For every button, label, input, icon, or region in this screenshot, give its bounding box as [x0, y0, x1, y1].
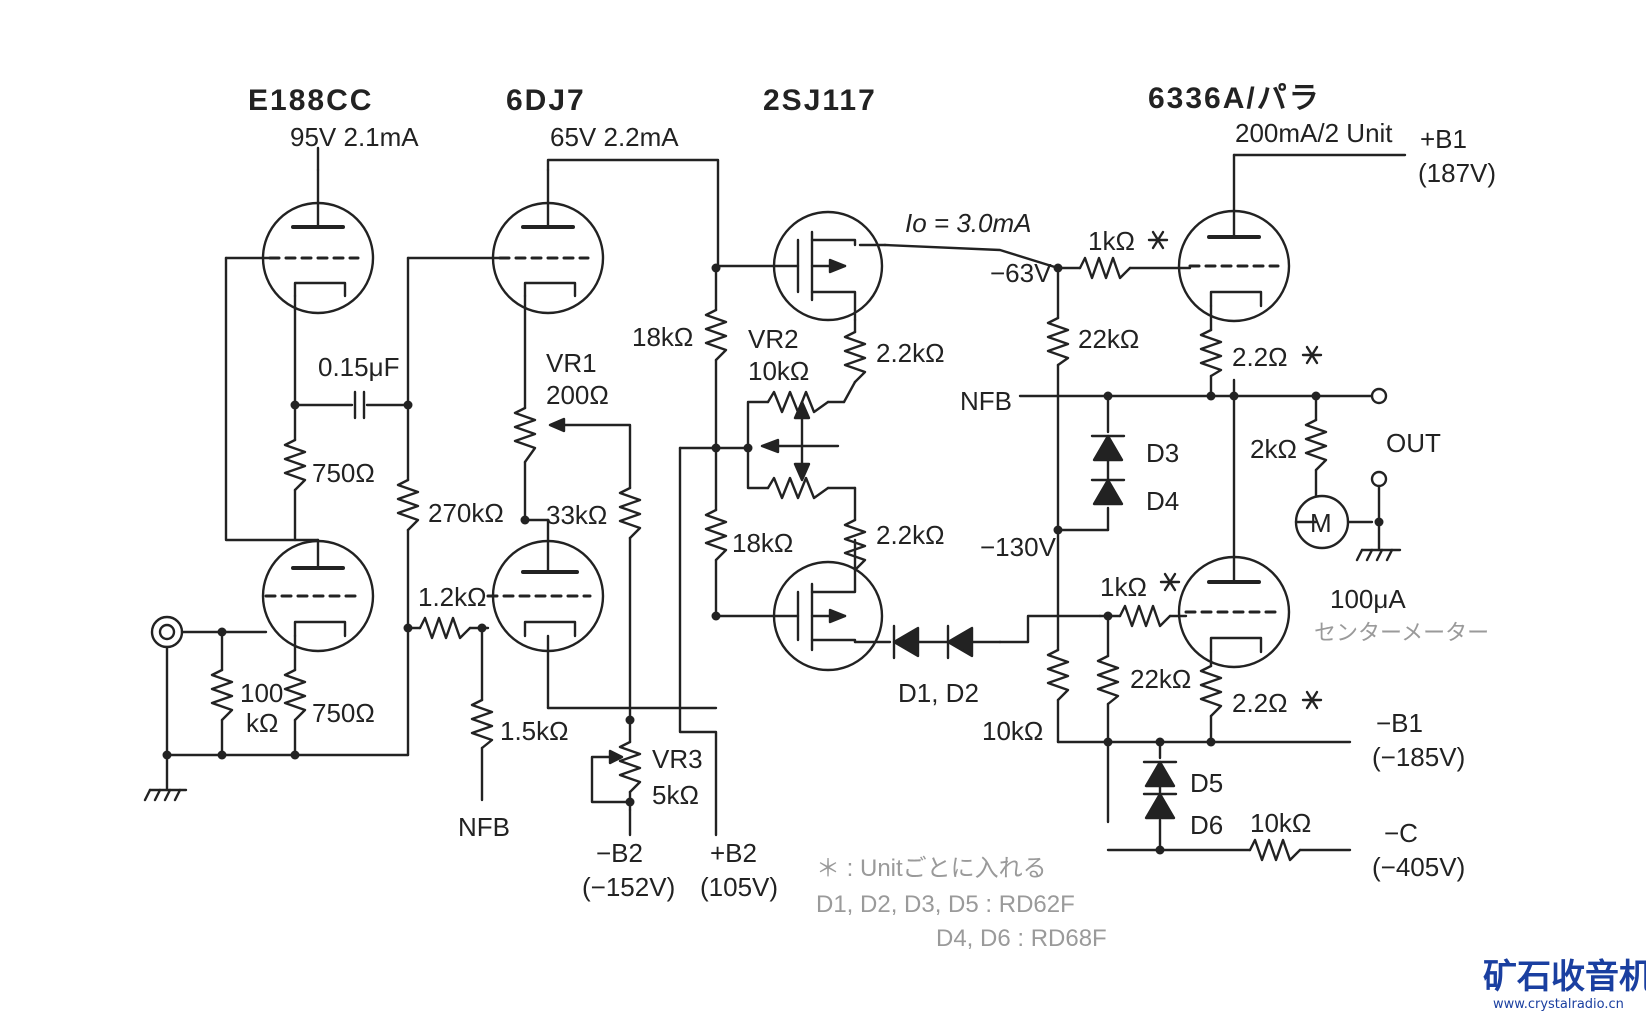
supply-b2-neg: −B2 — [596, 838, 643, 868]
label-r18k-a: 18kΩ — [632, 322, 693, 352]
watermark-url: www.crystalradio.cn — [1493, 997, 1624, 1012]
bias-6336a: 200mA/2 Unit — [1235, 118, 1393, 148]
label-r10k-b: 10kΩ — [1250, 808, 1311, 838]
label-6336a: 6336A/パラ — [1148, 82, 1321, 115]
tube-6336a-upper — [1177, 153, 1291, 323]
label-vr3-value: 5kΩ — [652, 780, 699, 810]
tube-e188cc-upper — [224, 168, 375, 315]
tube-6dj7-lower — [486, 518, 605, 653]
label-r750b: 750Ω — [312, 698, 375, 728]
mosfet-2sj117-lower — [714, 560, 884, 672]
label-vr1-name: VR1 — [546, 348, 597, 378]
label-r750a: 750Ω — [312, 458, 375, 488]
node-nfb-low: NFB — [458, 812, 510, 842]
tube-6336a-lower — [1177, 378, 1291, 669]
label-r33k: 33kΩ — [546, 500, 607, 530]
label-r2r2-b: 2.2Ω — [1232, 688, 1288, 718]
label-r1k5: 1.5kΩ — [500, 716, 569, 746]
label-r22k-b: 22kΩ — [1130, 664, 1191, 694]
supply-b2-neg-voltage: (−152V) — [582, 872, 675, 902]
label-vr3-name: VR3 — [652, 744, 703, 774]
label-meter: M — [1310, 508, 1332, 538]
label-d5: D5 — [1190, 768, 1223, 798]
label-vr2-value: 10kΩ — [748, 356, 809, 386]
label-meter-value: 100μA — [1330, 584, 1406, 614]
node-minus-130v: −130V — [980, 532, 1057, 562]
tube-6dj7-upper — [406, 168, 605, 315]
label-r2r2-a: 2.2Ω — [1232, 342, 1288, 372]
supply-b2-pos-voltage: (105V) — [700, 872, 778, 902]
label-2sj117: 2SJ117 — [763, 84, 877, 117]
label-r1k2: 1.2kΩ — [418, 582, 487, 612]
label-r10k-a: 10kΩ — [982, 716, 1043, 746]
tube-e188cc-lower — [261, 538, 375, 653]
label-r1k-b: 1kΩ — [1100, 572, 1147, 602]
label-d3: D3 — [1146, 438, 1179, 468]
note-line-3: D4, D6 : RD68F — [936, 925, 1107, 952]
label-e188cc: E188CC — [248, 84, 373, 117]
label-d4: D4 — [1146, 486, 1179, 516]
supply-b2-pos: +B2 — [710, 838, 757, 868]
supply-b1-pos-voltage: (187V) — [1418, 158, 1496, 188]
supply-c-neg: −C — [1384, 818, 1418, 848]
label-r270k: 270kΩ — [428, 498, 504, 528]
mosfet-2sj117-upper — [714, 210, 887, 322]
bias-e188cc: 95V 2.1mA — [290, 122, 419, 152]
label-vr2-name: VR2 — [748, 324, 799, 354]
supply-b1-pos: +B1 — [1420, 124, 1467, 154]
label-d6: D6 — [1190, 810, 1223, 840]
label-r2k2-a: 2.2kΩ — [876, 338, 945, 368]
io-current: Io = 3.0mA — [905, 208, 1031, 238]
label-d1-d2: D1, D2 — [898, 678, 979, 708]
label-r100k-b: kΩ — [246, 708, 278, 738]
note-line-2: D1, D2, D3, D5 : RD62F — [816, 891, 1075, 918]
zener-diodes — [892, 434, 1178, 820]
supply-b1-neg-voltage: (−185V) — [1372, 742, 1465, 772]
label-r22k-a: 22kΩ — [1078, 324, 1139, 354]
label-r100k-a: 100 — [240, 678, 283, 708]
center-meter — [1294, 494, 1350, 550]
watermark-brand: 矿石收音机 — [1483, 957, 1646, 997]
node-out: OUT — [1386, 428, 1441, 458]
resistors — [210, 256, 1328, 862]
label-r18k-b: 18kΩ — [732, 528, 793, 558]
label-c1: 0.15μF — [318, 352, 399, 382]
label-6dj7: 6DJ7 — [506, 84, 586, 117]
supply-c-neg-voltage: (−405V) — [1372, 852, 1465, 882]
supply-b1-neg: −B1 — [1376, 708, 1423, 738]
label-r2k2-b: 2.2kΩ — [876, 520, 945, 550]
node-nfb-main: NFB — [960, 386, 1012, 416]
label-meter-desc: センターメーター — [1314, 620, 1489, 645]
label-vr1-value: 200Ω — [546, 380, 609, 410]
bias-6dj7: 65V 2.2mA — [550, 122, 679, 152]
label-r2k: 2kΩ — [1250, 434, 1297, 464]
label-r1k-a: 1kΩ — [1088, 226, 1135, 256]
note-line-1: ＊ : Unitごとに入れる — [816, 855, 1047, 882]
junction-dots — [162, 263, 1384, 855]
node-minus-63v: −63V — [990, 258, 1052, 288]
